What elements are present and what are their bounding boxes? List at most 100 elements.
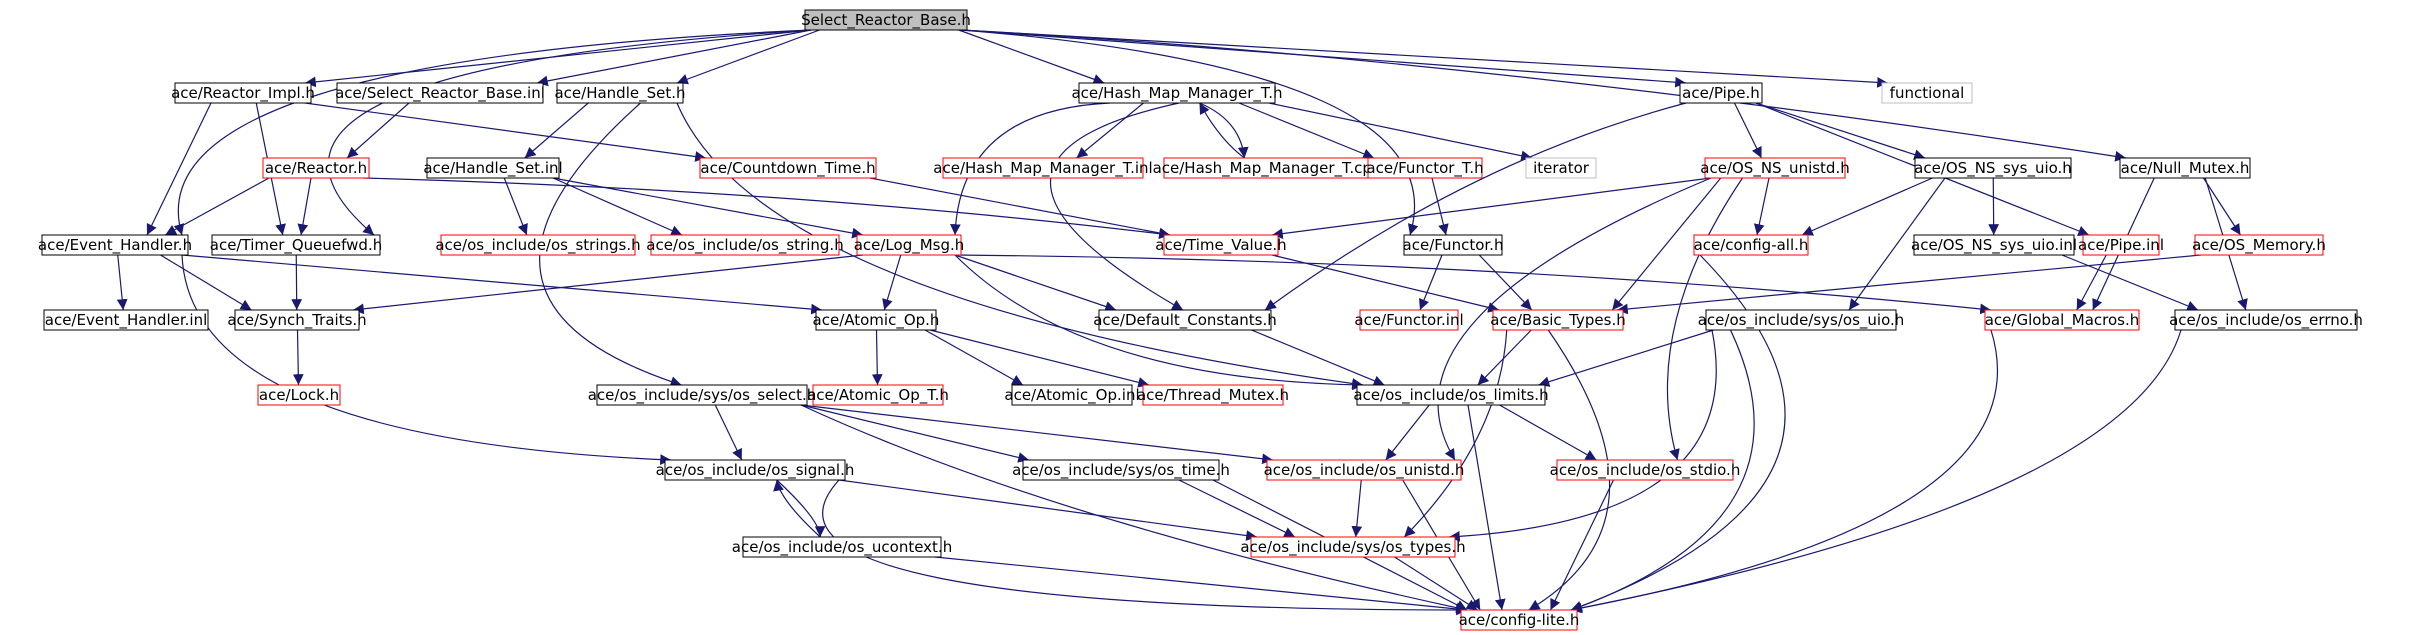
edge-os_ns_unistd_h-to-basic_types_h [1611,177,1722,311]
edge-os_sys_uio_h-to-config_lite_h [1570,329,1755,612]
node-pipe-inl[interactable]: ace/Pipe.inl [2078,234,2164,256]
edge-basic_types_h-to-os_limits_h [1477,329,1532,386]
node-label: ace/Timer_Queuefwd.h [210,236,382,255]
node-box [2174,309,2358,331]
node-functional[interactable]: functional [1881,82,1973,104]
node-box [336,82,544,104]
node-default-constants-h[interactable]: ace/Default_Constants.h [1093,309,1277,331]
node-label: ace/os_include/os_signal.h [656,461,855,480]
node-hash-map-manager-t-h[interactable]: ace/Hash_Map_Manager_T.h [1071,82,1283,104]
node-box [664,459,846,481]
node-event-handler-h[interactable]: ace/Event_Handler.h [38,234,192,256]
node-thread-mutex-h[interactable]: ace/Thread_Mutex.h [1137,384,1289,406]
node-functor-t-h[interactable]: ace/Functor_T.h [1366,157,1484,179]
edge-select_reactor_base_h-to-functional [960,29,1889,88]
edge-handle_set_h-to-os_limits_h [676,102,1364,389]
node-null-mutex-h[interactable]: ace/Null_Mutex.h [2119,157,2251,179]
node-box [1693,234,1809,256]
node-hash-map-manager-t-inl[interactable]: ace/Hash_Map_Manager_T.inl [933,157,1153,179]
node-label: ace/Pipe.h [1682,84,1760,102]
node-select-reactor-base-h[interactable]: Select_Reactor_Base.h [801,9,971,31]
node-os-ns-unistd-h[interactable]: ace/OS_NS_unistd.h [1700,157,1850,179]
node-os-errno-h[interactable]: ace/os_include/os_errno.h [2169,309,2363,331]
node-box [856,234,962,256]
edge-os_ns_sys_uio_h-to-os_sys_uio_h [1848,177,1946,311]
node-iterator[interactable]: iterator [1525,157,1597,179]
node-label: ace/os_include/sys/os_time.h [1012,461,1230,480]
node-countdown-time-h[interactable]: ace/Countdown_Time.h [699,157,877,179]
node-label: ace/Log_Msg.h [854,236,965,255]
node-hash-map-manager-t-cpp[interactable]: ace/Hash_Map_Manager_T.cpp [1153,157,1382,179]
node-os-limits-h[interactable]: ace/os_include/os_limits.h [1353,384,1549,406]
node-config-lite-h[interactable]: ace/config-lite.h [1459,609,1580,631]
node-config-all-h[interactable]: ace/config-all.h [1693,234,1809,256]
node-os-string-h[interactable]: ace/os_include/os_string.h [646,234,844,256]
node-atomic-op-inl[interactable]: ace/Atomic_Op.inl [1004,384,1140,406]
node-select-reactor-base-inl[interactable]: ace/Select_Reactor_Base.inl [335,82,545,104]
edge-reactor_impl_h-to-countdown_time_h [304,102,707,162]
node-os-strings-h[interactable]: ace/os_include/os_strings.h [435,234,641,256]
node-global-macros-h[interactable]: ace/Global_Macros.h [1984,309,2140,331]
node-label: ace/Countdown_Time.h [700,159,875,178]
node-label: ace/os_include/sys/os_select.h [588,386,817,405]
edge-event_handler_h-to-event_handler_inl [116,254,128,311]
node-label: ace/Handle_Set.h [554,84,685,103]
node-functor-h[interactable]: ace/Functor.h [1403,234,1504,256]
node-reactor-impl-h[interactable]: ace/Reactor_Impl.h [171,82,315,104]
node-os-stdio-h[interactable]: ace/os_include/os_stdio.h [1550,459,1741,481]
edge-hash_map_manager_t_h-to-hash_map_manager_t_inl [1076,102,1144,159]
node-log-msg-h[interactable]: ace/Log_Msg.h [854,234,965,256]
node-time-value-h[interactable]: ace/Time_Value.h [1155,234,1287,256]
node-os-unistd-h[interactable]: ace/os_include/os_unistd.h [1264,459,1465,481]
node-os-sys-time-h[interactable]: ace/os_include/sys/os_time.h [1012,459,1230,481]
edge-os_sys_types_h-to-config_lite_h [1394,556,1478,611]
node-box [257,384,341,406]
node-event-handler-inl[interactable]: ace/Event_Handler.inl [43,309,209,331]
node-box [1704,157,1846,179]
node-reactor-h[interactable]: ace/Reactor.h [262,157,370,179]
node-label: ace/Functor.h [1403,236,1504,254]
node-box [1460,609,1578,631]
edge-os_unistd_h-to-os_sys_types_h [1351,479,1363,538]
edge-reactor_h-to-timer_queuefwd_h [297,177,312,236]
node-os-ns-sys-uio-h[interactable]: ace/OS_NS_sys_uio.h [1914,157,2072,179]
node-handle-set-inl[interactable]: ace/Handle_Set.inl [423,157,563,179]
node-label: ace/os_include/os_unistd.h [1264,461,1465,480]
node-handle-set-h[interactable]: ace/Handle_Set.h [554,82,686,104]
edge-atomic_op_h-to-atomic_op_t_h [871,329,883,386]
node-os-ucontext-h[interactable]: ace/os_include/os_ucontext.h [732,536,952,558]
node-os-sys-types-h[interactable]: ace/os_include/sys/os_types.h [1240,536,1466,558]
node-functor-inl[interactable]: ace/Functor.inl [1354,309,1464,331]
node-label: ace/config-lite.h [1459,611,1580,629]
edge-os_sys_uio_h-to-os_limits_h [1538,329,1714,387]
node-box [1492,309,1624,331]
edge-event_handler_h-to-synch_traits_h [160,254,252,311]
node-atomic-op-h[interactable]: ace/Atomic_Op.h [813,309,940,331]
node-label: ace/Basic_Types.h [1490,311,1625,330]
node-label: ace/OS_Memory.h [2192,236,2326,255]
node-os-memory-h[interactable]: ace/OS_Memory.h [2192,234,2326,256]
node-lock-h[interactable]: ace/Lock.h [257,384,341,406]
edge-os_ns_unistd_h-to-os_stdio_h [1666,177,1743,461]
node-pipe-h[interactable]: ace/Pipe.h [1679,82,1763,104]
edge-log_msg_h-to-synch_traits_h [352,254,864,315]
node-label: ace/Global_Macros.h [1985,311,2140,330]
node-os-sys-uio-h[interactable]: ace/os_include/sys/os_uio.h [1698,309,1905,331]
edge-log_msg_h-to-os_limits_h [954,254,1364,391]
edge-os_signal_h-to-os_sys_types_h [838,479,1258,541]
edge-hash_map_manager_t_h-to-hash_map_manager_t_cpp [1199,102,1249,159]
node-label: ace/os_include/sys/os_types.h [1240,538,1465,557]
node-os-signal-h[interactable]: ace/os_include/os_signal.h [656,459,855,481]
node-basic-types-h[interactable]: ace/Basic_Types.h [1490,309,1626,331]
edge-os_limits_h-to-os_unistd_h [1385,404,1430,461]
node-atomic-op-t-h[interactable]: ace/Atomic_Op_T.h [807,384,949,406]
node-os-ns-sys-uio-inl[interactable]: ace/OS_NS_sys_uio.inl [1911,234,2077,256]
node-synch-traits-h[interactable]: ace/Synch_Traits.h [227,309,367,331]
edge-os_sys_select_h-to-os_unistd_h [800,404,1274,465]
node-box [440,234,636,256]
edge-select_reactor_base_h-to-null_mutex_h [960,29,2127,162]
node-timer-queuefwd-h[interactable]: ace/Timer_Queuefwd.h [210,234,382,256]
edge-os_sys_select_h-to-os_signal_h [714,404,743,461]
edge-os_signal_h-to-os_ucontext_h [776,479,826,538]
node-os-sys-select-h[interactable]: ace/os_include/sys/os_select.h [588,384,817,406]
